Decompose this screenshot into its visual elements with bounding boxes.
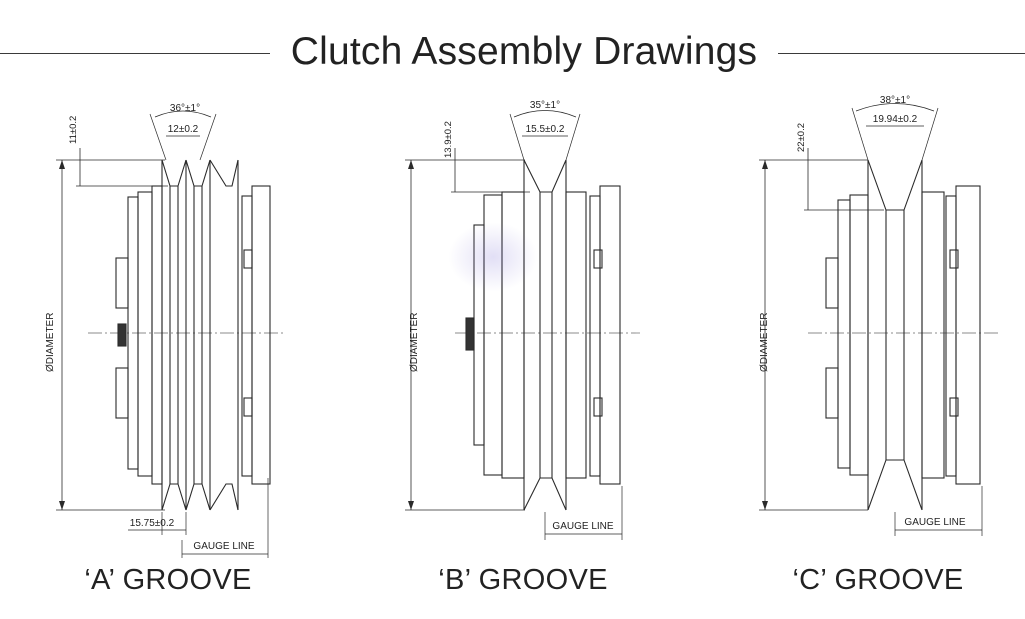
depth-label: 13.9±0.2 [443,121,454,158]
pulley-rim [565,191,587,479]
rivet [949,397,959,417]
angle-arc [513,110,577,118]
clutch-plate [151,185,163,485]
page-title: Clutch Assembly Drawings [290,30,758,73]
depth-label: 11±0.2 [68,116,79,144]
bearing-plate [945,195,957,477]
title-row: Clutch Assembly Drawings [0,24,1025,82]
angle-label: 36°±1° [170,103,200,114]
hub-block [465,317,475,351]
groove-profile-bottom [867,459,923,511]
pulley-rim [921,191,945,479]
groove-profile-top [867,159,923,211]
groove-profile-bottom [523,477,567,511]
gauge-line-label: GAUGE LINE [193,541,254,552]
angle-line [921,107,939,161]
clutch-plate [137,191,153,477]
front-plate [955,185,981,485]
bottom-dimension-label: 15.75±0.2 [130,518,175,529]
groove-profile-bottom [161,483,211,511]
hub-block [117,323,127,347]
a-groove-drawing: ØDIAMETER 11±0.2 36°±1° 12±0.2 15.75±0.2… [45,103,285,558]
angle-line [565,113,581,161]
bearing-plate [241,195,253,477]
title-rule-right [778,53,1025,54]
angle-arc [855,103,935,112]
rivet [243,249,253,269]
groove-profile-top [523,159,567,193]
caption-a-groove: ‘A’ GROOVE [84,564,252,596]
angle-arc [154,110,212,118]
angle-line [199,113,217,161]
coil-housing [837,199,851,469]
front-plate [251,185,271,485]
diameter-label: ØDIAMETER [45,313,56,372]
coil-housing [473,224,485,446]
caption-c-groove: ‘C’ GROOVE [792,564,964,596]
groove-profile-top [161,159,211,187]
front-plate [599,185,621,485]
hub-block [825,257,839,309]
angle-label: 38°±1° [880,95,910,106]
angle-line [851,107,869,161]
gauge-line-label: GAUGE LINE [904,517,965,528]
c-groove-drawing: ØDIAMETER 22±0.2 38°±1° 19.94±0.2 GAUGE … [759,95,1000,536]
caption-b-groove: ‘B’ GROOVE [438,564,608,596]
top-width-label: 19.94±0.2 [873,114,918,125]
hub-block [115,367,129,419]
top-width-label: 12±0.2 [168,124,199,135]
gauge-line-label: GAUGE LINE [552,521,613,532]
clutch-plate [849,194,869,476]
bearing-plate [589,195,601,477]
pulley-flange [209,159,239,187]
hub-block [825,367,839,419]
rivet [949,249,959,269]
diameter-label: ØDIAMETER [409,313,420,372]
diameter-label: ØDIAMETER [759,313,770,372]
clutch-plate [483,194,503,476]
top-width-label: 15.5±0.2 [526,124,565,135]
rivet [243,397,253,417]
hub-block [115,257,129,309]
angle-label: 35°±1° [530,100,560,111]
angle-line [149,113,167,161]
angle-line [509,113,525,161]
rivet [593,397,603,417]
clutch-plate [501,191,525,479]
title-rule-left [0,53,270,54]
depth-label: 22±0.2 [796,123,807,152]
rivet [593,249,603,269]
b-groove-drawing: ØDIAMETER 13.9±0.2 35°±1° 15.5±0.2 GAUGE… [405,100,640,540]
pulley-flange [209,483,239,511]
